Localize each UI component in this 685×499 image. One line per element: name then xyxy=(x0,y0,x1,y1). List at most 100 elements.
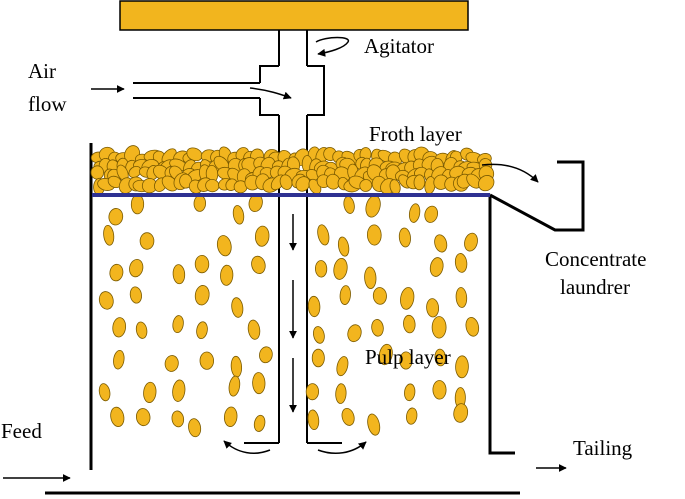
pulp-particle xyxy=(110,406,125,427)
froth-bubble xyxy=(128,166,142,178)
pulp-particle xyxy=(220,264,234,286)
pulp-particle xyxy=(372,287,387,305)
pulp-particle xyxy=(228,375,241,397)
pulp-particle xyxy=(347,324,362,343)
pulp-particle xyxy=(172,264,186,285)
pulp-particle xyxy=(335,383,347,404)
froth-bubble xyxy=(478,175,495,192)
pulp-particle xyxy=(259,346,273,364)
pulp-particle xyxy=(399,351,413,370)
pulp-particle xyxy=(317,224,330,246)
pulp-particle xyxy=(194,285,210,306)
pulp-particle xyxy=(98,291,114,310)
pulp-particle xyxy=(378,343,393,366)
tailing-label: Tailing xyxy=(573,436,633,460)
pulp-particle xyxy=(307,409,320,431)
pulp-particle xyxy=(333,257,348,280)
concentrate-laundrer-label-line1: Concentrate xyxy=(545,247,646,271)
pulp-particle xyxy=(113,349,125,370)
pulp-particle xyxy=(129,258,144,278)
pulp-particle xyxy=(193,195,207,212)
pulp-particle xyxy=(109,263,124,282)
pulp-particle xyxy=(366,224,382,246)
pulp-layer-label: Pulp layer xyxy=(365,345,451,369)
pulp-particle xyxy=(364,266,377,289)
pulp-particle xyxy=(231,297,244,318)
agitator-motor-plate xyxy=(119,0,469,31)
pulp-particle xyxy=(367,413,381,436)
pulp-particle xyxy=(336,356,349,377)
pulp-particle xyxy=(196,321,208,340)
froth-bubble xyxy=(90,165,105,180)
concentrate-laundrer xyxy=(489,160,585,232)
pulp-particle xyxy=(247,319,261,340)
froth-bubble xyxy=(179,173,193,189)
pulp-particle xyxy=(313,326,325,344)
pulp-particle xyxy=(129,286,142,304)
agitator-label: Agitator xyxy=(364,34,434,58)
impeller-flow-arrow-right xyxy=(317,441,367,455)
pulp-particle xyxy=(135,321,148,339)
pulp-particle xyxy=(408,203,421,223)
pulp-particle xyxy=(434,348,447,367)
pulp-particle xyxy=(230,355,243,378)
pulp-particle xyxy=(251,255,266,274)
concentrate-laundrer-label-line2: laundrer xyxy=(560,275,630,299)
pulp-particle xyxy=(188,418,202,438)
pulp-particle xyxy=(455,355,469,379)
tank-right-wall xyxy=(488,195,515,455)
agitator-rotation-arrow xyxy=(315,36,349,57)
pulp-particle xyxy=(232,205,245,225)
pulp-particle xyxy=(343,196,355,214)
pulp-particle xyxy=(398,227,411,248)
impeller-flow-arrow-left xyxy=(223,440,271,454)
froth-bubble xyxy=(279,174,293,190)
froth-overflow-arrow xyxy=(481,163,539,183)
pulp-particle xyxy=(453,403,469,423)
pulp-particle xyxy=(432,380,447,400)
pulp-particle xyxy=(139,232,155,250)
pulp-particle xyxy=(404,383,416,402)
froth-bubble xyxy=(359,179,373,192)
pulp-particle xyxy=(172,315,184,334)
air-entry-arrow xyxy=(249,87,292,100)
pulp-particle xyxy=(108,208,124,226)
pulp-particle xyxy=(199,351,215,370)
pulp-particle xyxy=(406,407,418,425)
pulp-particle xyxy=(223,406,238,427)
pulp-particle xyxy=(130,194,145,215)
pulp-particle xyxy=(172,379,186,402)
pulp-particle xyxy=(403,314,416,334)
pulp-particle xyxy=(135,408,151,427)
air-flow-label-line1: Air xyxy=(28,59,56,83)
pulp-particle xyxy=(103,224,115,246)
pulp-particle xyxy=(311,348,325,368)
pulp-particle xyxy=(252,372,266,395)
pulp-particle xyxy=(426,298,440,318)
pulp-particle xyxy=(341,407,355,426)
pulp-particle xyxy=(254,225,270,247)
pulp-particle xyxy=(164,355,179,372)
pulp-particle xyxy=(112,317,127,338)
pulp-particle xyxy=(253,414,266,432)
froth-bubble xyxy=(295,176,311,192)
froth-bubble xyxy=(161,175,179,192)
pulp-particle xyxy=(371,319,384,337)
feed-label: Feed xyxy=(1,419,42,443)
pulp-particle xyxy=(464,232,478,252)
pulp-particle xyxy=(305,383,320,401)
pulp-particle xyxy=(455,287,468,308)
pulp-particle xyxy=(465,317,480,337)
pulp-particle xyxy=(98,383,111,402)
pulp-particle xyxy=(365,195,381,218)
pulp-particle xyxy=(434,234,448,253)
pulp-particle xyxy=(429,257,444,277)
pulp-particle xyxy=(194,255,210,274)
pulp-particle xyxy=(400,287,415,310)
froth-bubble xyxy=(413,174,426,191)
pulp-particle xyxy=(454,253,468,273)
pulp-particle xyxy=(339,285,351,305)
pulp-particle xyxy=(143,381,157,403)
